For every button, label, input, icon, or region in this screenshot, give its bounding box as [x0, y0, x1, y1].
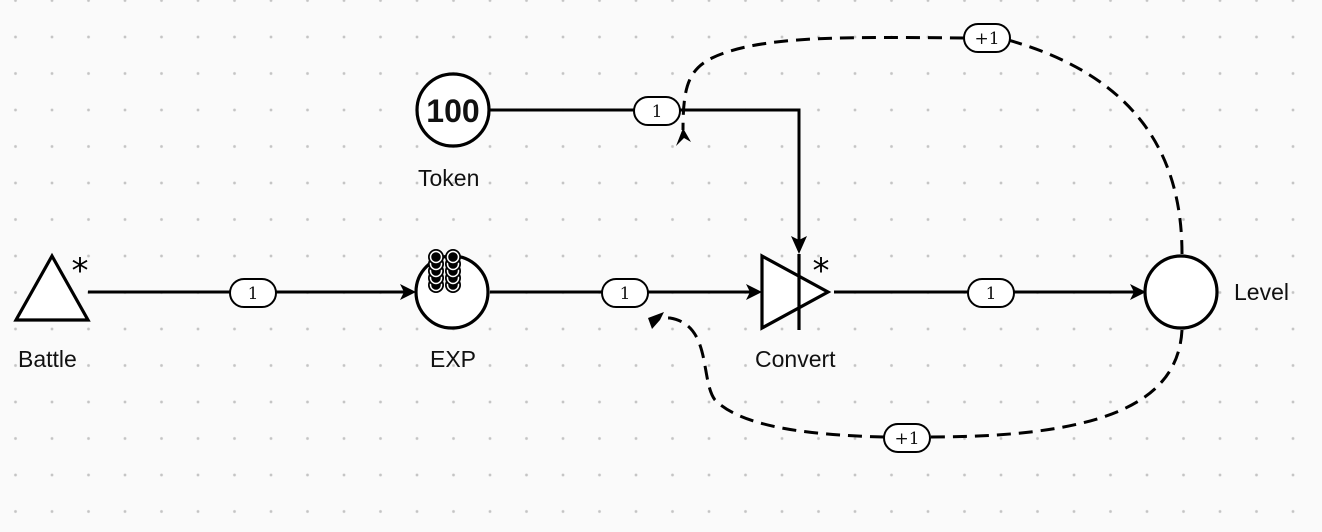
arrowhead-icon	[676, 128, 691, 146]
edge-label-text: 1	[986, 284, 997, 304]
edge-convert-to-level[interactable]: 1	[834, 278, 1146, 308]
edge-label[interactable]: 1	[229, 278, 277, 308]
node-label: EXP	[430, 346, 476, 372]
coin-ring	[446, 250, 460, 264]
edge-label-text: 1	[652, 102, 663, 122]
coin-ring	[429, 250, 443, 264]
edge-label[interactable]: 1	[633, 96, 681, 126]
edge-label-pill	[229, 278, 277, 308]
edge-level-to-token-edge[interactable]: +1	[676, 23, 1184, 255]
arrowhead-icon	[400, 284, 416, 300]
edge-token-to-convert[interactable]: 1	[490, 96, 807, 254]
node-exp[interactable]: EXP	[414, 249, 490, 372]
pool-circle-icon	[415, 72, 491, 148]
edge-line[interactable]	[929, 329, 1184, 439]
edge-label[interactable]: +1	[883, 423, 931, 453]
pool-circle-icon	[1143, 254, 1219, 330]
automatic-modifier-icon: *	[72, 251, 89, 291]
arrowhead-icon	[746, 284, 762, 300]
edge-line[interactable]	[681, 35, 965, 131]
edge-line[interactable]	[660, 316, 885, 439]
coin-stack-icon	[428, 249, 461, 293]
edge-line[interactable]	[680, 108, 801, 240]
edge-exp-to-convert[interactable]: 1	[490, 278, 762, 308]
arrowhead-icon	[791, 236, 807, 254]
edge-label-text: +1	[894, 429, 919, 449]
automatic-modifier-icon: *	[813, 251, 830, 291]
source-triangle-icon	[13, 252, 91, 322]
converter-triangle-icon	[760, 253, 832, 331]
node-label: Convert	[755, 346, 836, 372]
edge-line[interactable]	[1007, 38, 1184, 255]
edge-label-pill	[967, 278, 1015, 308]
edge-label-text: +1	[974, 29, 999, 49]
node-battle[interactable]: * Battle	[13, 251, 91, 372]
edge-label[interactable]: +1	[963, 23, 1011, 53]
edge-label[interactable]: 1	[601, 278, 649, 308]
edge-label-pill	[633, 96, 681, 126]
edge-label-text: 1	[620, 284, 631, 304]
edge-battle-to-exp[interactable]: 1	[88, 278, 416, 308]
node-convert[interactable]: * Convert	[755, 251, 836, 372]
node-level[interactable]: Level	[1143, 254, 1289, 330]
node-label: Token	[418, 165, 479, 191]
edge-label-text: 1	[248, 284, 259, 304]
edge-label-pill	[883, 423, 931, 453]
arrowhead-icon	[1130, 284, 1146, 300]
edge-level-to-exp-edge[interactable]: +1	[648, 312, 1184, 453]
arrowhead-icon	[648, 312, 664, 329]
edge-label-pill	[601, 278, 649, 308]
node-token[interactable]: 100 Token	[415, 72, 491, 191]
node-label: Battle	[18, 346, 77, 372]
node-label: Level	[1234, 279, 1289, 305]
edge-label[interactable]: 1	[967, 278, 1015, 308]
edge-label-pill	[963, 23, 1011, 53]
pool-value: 100	[426, 93, 479, 129]
